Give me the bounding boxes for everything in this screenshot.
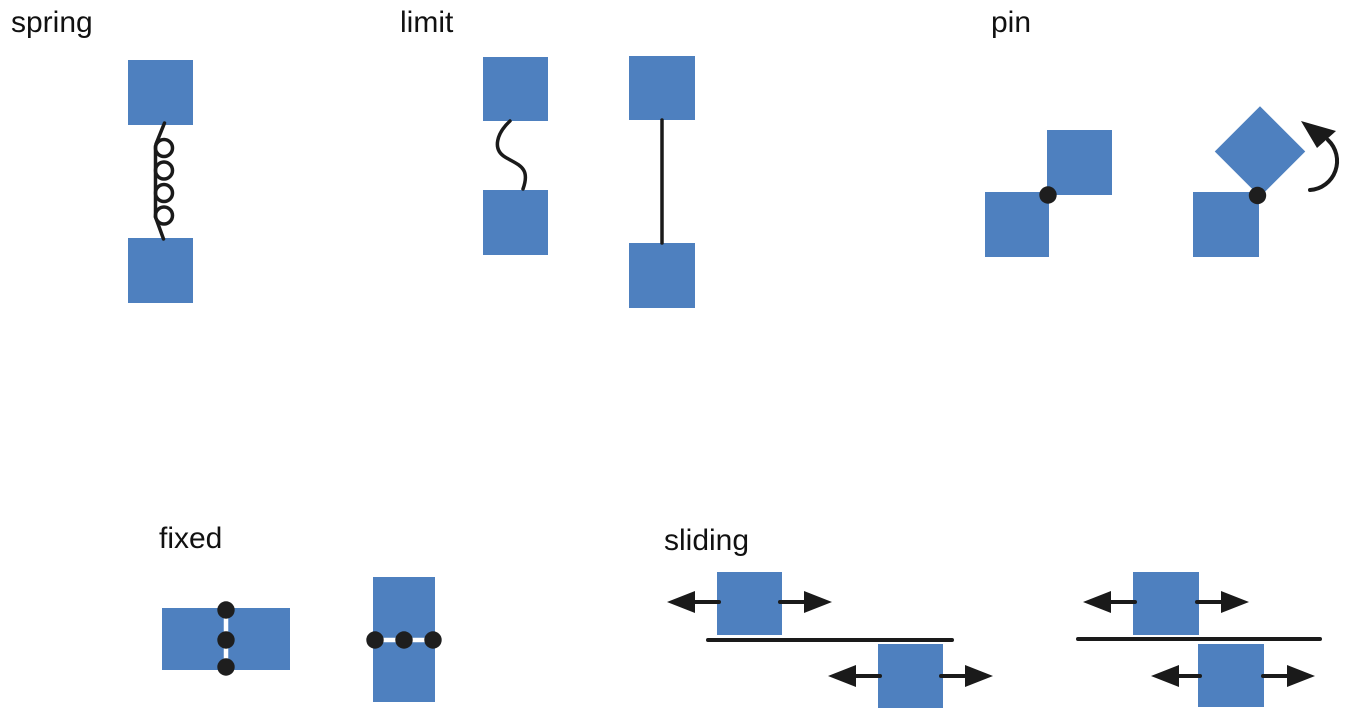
slide-arrows-bottom-icon bbox=[828, 665, 993, 687]
spring-joint-figure bbox=[128, 60, 193, 303]
pin-joint-figure bbox=[985, 106, 1340, 257]
fixed-section-label: fixed bbox=[159, 522, 223, 555]
spring-block-bottom bbox=[128, 238, 193, 303]
pin-rotated-joint-dot bbox=[1248, 186, 1267, 205]
limit-joint-figure bbox=[483, 56, 695, 308]
limit-taut-block-top bbox=[629, 56, 695, 120]
limit-taut-block-bottom bbox=[629, 243, 695, 308]
sliding-block-above-rail bbox=[1133, 572, 1199, 635]
fixed-joint-figure bbox=[162, 577, 442, 702]
sliding-joint-figure-left bbox=[667, 572, 993, 708]
fixed-horizontal-weld-dots-icon bbox=[366, 631, 442, 649]
spring-block-top bbox=[128, 60, 193, 125]
pin-rotated-block-diamond bbox=[1214, 106, 1306, 197]
sliding-section-label: sliding bbox=[664, 524, 750, 557]
limit-slack-block-bottom bbox=[483, 190, 548, 255]
rotation-arrow-icon bbox=[1301, 121, 1340, 192]
sliding-joint-figure-right bbox=[1076, 572, 1322, 707]
sliding-block-below-rail bbox=[1198, 644, 1264, 707]
slide-arrows-top-icon bbox=[667, 591, 832, 613]
spring-coil-icon bbox=[153, 121, 175, 241]
slide-arrows-bottom-icon bbox=[1151, 665, 1315, 687]
pin-block-bottom-left bbox=[985, 192, 1049, 257]
slide-arrows-top-icon bbox=[1083, 591, 1249, 613]
limit-section-label: limit bbox=[400, 6, 454, 39]
fixed-vertical-weld-dots-icon bbox=[217, 601, 235, 676]
pin-block-top-right bbox=[1047, 130, 1112, 195]
spring-section-label: spring bbox=[11, 6, 93, 39]
pin-rotated-block-bottom bbox=[1193, 192, 1259, 257]
limit-slack-rope-icon bbox=[495, 119, 528, 191]
pin-section-label: pin bbox=[991, 6, 1032, 39]
limit-slack-block-top bbox=[483, 57, 548, 121]
sliding-block-above-rail bbox=[717, 572, 782, 635]
sliding-block-below-rail bbox=[878, 644, 943, 708]
pin-joint-dot bbox=[1039, 186, 1057, 204]
